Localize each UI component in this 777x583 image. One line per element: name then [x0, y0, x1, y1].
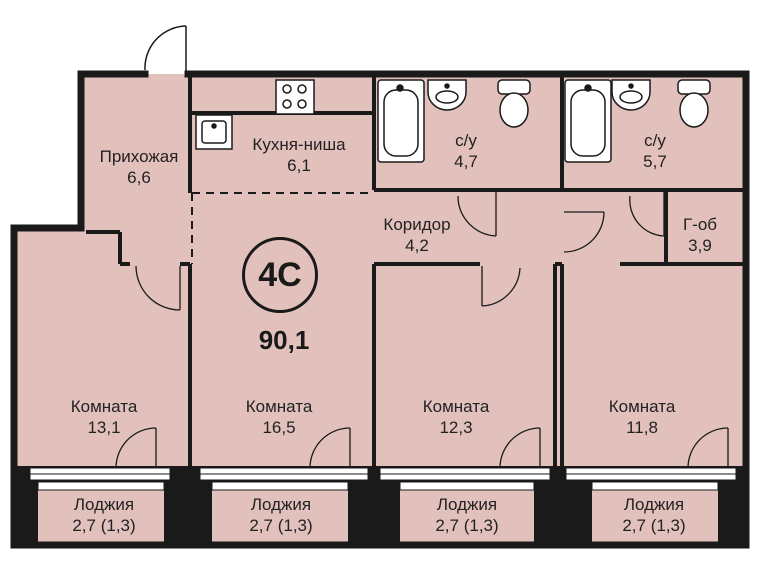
bathtub-icon: [377, 79, 425, 163]
kitchen-dashed-line: [191, 192, 374, 264]
room-area: 6,6: [127, 168, 151, 187]
loggia-name: Лоджия: [250, 495, 312, 514]
total-area: 90,1: [258, 325, 310, 355]
loggia-area: 2,7 (1,3): [72, 516, 136, 535]
room-area: 11,8: [626, 418, 658, 437]
room-name: Комната: [608, 397, 676, 416]
room-name: с/у: [644, 131, 666, 150]
room-area: 16,5: [262, 418, 296, 437]
room-name: Кухня-ниша: [252, 135, 346, 154]
room-label-room-4: Комната 11,8: [609, 396, 676, 438]
stove-icon: [275, 79, 315, 115]
toilet-icon: [677, 79, 711, 128]
room-name: Г-об: [682, 215, 718, 234]
sink-icon: [611, 79, 651, 111]
room-label-kitchen: Кухня-ниша 6,1: [252, 134, 345, 176]
room-area: 12,3: [439, 418, 473, 437]
room-label-bath-1: с/у 4,7: [454, 130, 478, 172]
loggia-name: Лоджия: [623, 495, 685, 514]
toilet-icon: [497, 79, 531, 128]
loggia-area: 2,7 (1,3): [435, 516, 499, 535]
loggia-label-3: Лоджия 2,7 (1,3): [435, 494, 498, 536]
room-name: Коридор: [383, 215, 451, 234]
loggia-area: 2,7 (1,3): [249, 516, 313, 535]
loggia-label-4: Лоджия 2,7 (1,3): [622, 494, 685, 536]
room-label-corridor: Коридор 4,2: [383, 214, 450, 256]
entrance-door-icon: [144, 25, 187, 72]
loggia-label-1: Лоджия 2,7 (1,3): [72, 494, 135, 536]
loggia-name: Лоджия: [73, 495, 135, 514]
loggia-walls: [14, 487, 746, 545]
room-area: 4,7: [454, 152, 478, 171]
room-label-room-2: Комната 16,5: [246, 396, 313, 438]
room-area: 3,9: [688, 236, 712, 255]
loggia-windows: [37, 481, 719, 491]
room-name: Прихожая: [99, 147, 179, 166]
apartment-type-code: 4С: [258, 255, 302, 294]
loggia-name: Лоджия: [436, 495, 498, 514]
room-label-bath-2: с/у 5,7: [643, 130, 667, 172]
bathtub-icon: [564, 79, 612, 163]
apartment-type-badge: 4С: [242, 237, 318, 313]
room-label-hall: Прихожая 6,6: [100, 146, 179, 188]
door-swing-icon: [115, 192, 729, 470]
room-area: 4,2: [405, 236, 429, 255]
room-label-room-1: Комната 13,1: [71, 396, 138, 438]
room-name: Комната: [70, 397, 138, 416]
room-area: 5,7: [643, 152, 667, 171]
room-label-room-3: Комната 12,3: [423, 396, 490, 438]
room-name: с/у: [455, 131, 477, 150]
room-area: 6,1: [287, 156, 311, 175]
sink-icon: [427, 79, 467, 111]
room-area: 13,1: [87, 418, 121, 437]
loggia-label-2: Лоджия 2,7 (1,3): [249, 494, 312, 536]
room-label-closet: Г-об 3,9: [683, 214, 717, 256]
window-wall: [14, 466, 746, 487]
kitchen-sink-icon: [195, 114, 233, 150]
loggia-area: 2,7 (1,3): [622, 516, 686, 535]
room-name: Комната: [245, 397, 313, 416]
room-name: Комната: [422, 397, 490, 416]
